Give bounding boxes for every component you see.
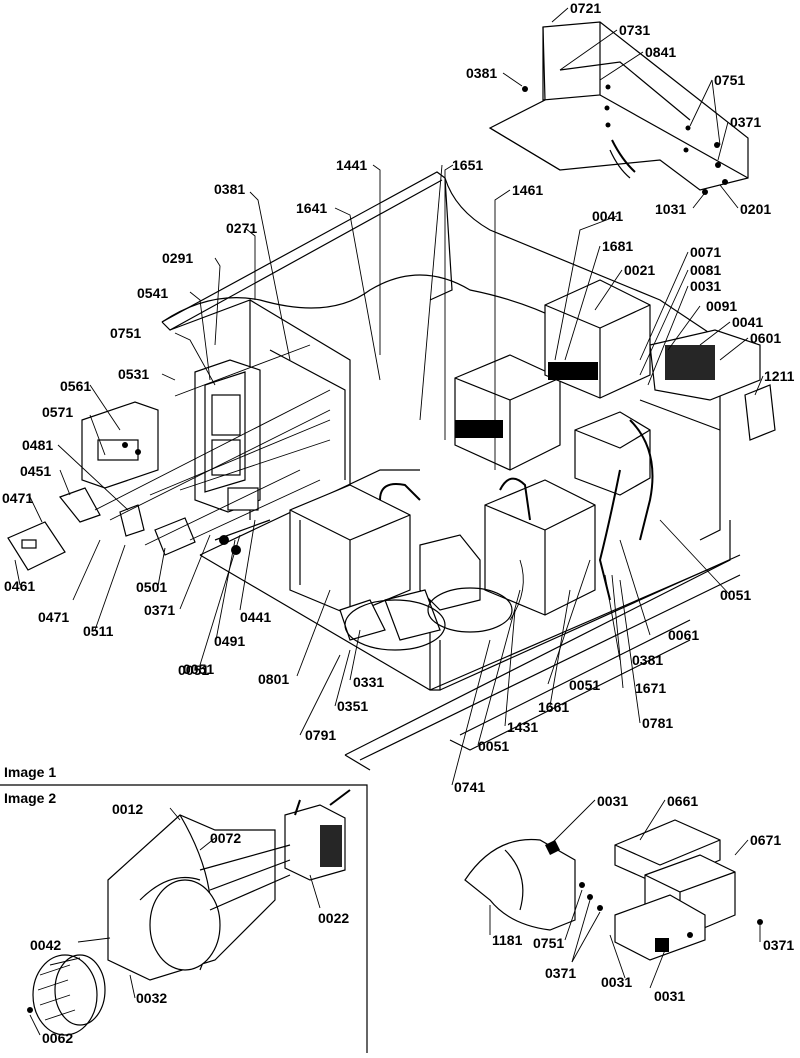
part-callout-0371: 0371 xyxy=(763,937,794,953)
part-callout-0062: 0062 xyxy=(42,1030,73,1046)
part-callout-0751: 0751 xyxy=(533,935,564,951)
part-callout-0022: 0022 xyxy=(318,910,349,926)
part-callout-0441: 0441 xyxy=(240,609,271,625)
blower-wheel xyxy=(27,954,106,1036)
part-callout-0081: 0081 xyxy=(690,262,721,278)
part-callout-1461: 1461 xyxy=(512,182,543,198)
part-callout-0511: 0511 xyxy=(83,623,114,639)
transformer-center xyxy=(484,479,596,616)
inset-frame xyxy=(0,784,368,1053)
screw-leaders xyxy=(94,344,331,546)
image1-label: Image 1 xyxy=(4,764,56,780)
part-callout-0331: 0331 xyxy=(353,674,384,690)
part-callout-0741: 0741 xyxy=(454,779,485,795)
terminal-block-assembly xyxy=(81,401,159,489)
part-callout-0371: 0371 xyxy=(730,114,761,130)
part-callout-0061: 0061 xyxy=(668,627,699,643)
part-callout-0012: 0012 xyxy=(112,801,143,817)
part-callout-0531: 0531 xyxy=(118,366,149,382)
capacitor-blocks xyxy=(339,534,513,651)
part-callout-0071: 0071 xyxy=(690,244,721,260)
part-callout-0051: 0051 xyxy=(720,587,751,603)
part-callout-0031: 0031 xyxy=(597,793,628,809)
part-callout-0481: 0481 xyxy=(22,437,53,453)
fan-duct-right xyxy=(649,329,776,441)
part-callout-0031: 0031 xyxy=(601,974,632,990)
mounting-bracket-0451 xyxy=(59,487,101,523)
part-callout-0072: 0072 xyxy=(210,830,241,846)
part-callout-0051: 0051 xyxy=(178,662,209,678)
part-callout-0351: 0351 xyxy=(337,698,368,714)
cover-plate-0461 xyxy=(7,521,66,571)
control-box-0671 xyxy=(614,854,736,961)
part-callout-0791: 0791 xyxy=(305,727,336,743)
part-callout-0601: 0601 xyxy=(750,330,781,346)
part-callout-0371: 0371 xyxy=(545,965,576,981)
part-callout-0032: 0032 xyxy=(136,990,167,1006)
part-callout-0561: 0561 xyxy=(60,378,91,394)
part-callout-0031: 0031 xyxy=(654,988,685,1004)
part-callout-1431: 1431 xyxy=(507,719,538,735)
part-callout-0271: 0271 xyxy=(226,220,257,236)
part-callout-0571: 0571 xyxy=(42,404,73,420)
part-callout-0291: 0291 xyxy=(162,250,193,266)
part-callout-0461: 0461 xyxy=(4,578,35,594)
part-callout-0661: 0661 xyxy=(667,793,698,809)
leader-lines xyxy=(14,7,764,1036)
transformer-left xyxy=(289,484,411,616)
duct-screws xyxy=(579,882,763,938)
part-callout-1211: 1211 xyxy=(764,368,795,384)
part-callout-1181: 1181 xyxy=(492,932,523,948)
part-callout-0671: 0671 xyxy=(750,832,781,848)
part-callout-1441: 1441 xyxy=(336,157,367,173)
part-callout-0381: 0381 xyxy=(214,181,245,197)
part-callout-0501: 0501 xyxy=(136,579,167,595)
top-cover-assembly xyxy=(488,21,749,195)
part-callout-1681: 1681 xyxy=(602,238,633,254)
part-callout-0801: 0801 xyxy=(258,671,289,687)
part-callout-0201: 0201 xyxy=(740,201,771,217)
part-callout-0451: 0451 xyxy=(20,463,51,479)
part-callout-0731: 0731 xyxy=(619,22,650,38)
part-callout-1031: 1031 xyxy=(655,201,686,217)
part-callout-1651: 1651 xyxy=(452,157,483,173)
part-callout-0751: 0751 xyxy=(714,72,745,88)
part-callout-0091: 0091 xyxy=(706,298,737,314)
part-callout-0371: 0371 xyxy=(144,602,175,618)
part-callout-0781: 0781 xyxy=(642,715,673,731)
high-voltage-transformer-right xyxy=(574,411,651,496)
part-callout-0041: 0041 xyxy=(732,314,763,330)
part-callout-1661: 1661 xyxy=(538,699,569,715)
part-callout-0541: 0541 xyxy=(137,285,168,301)
part-callout-0051: 0051 xyxy=(183,661,214,677)
part-callout-0491: 0491 xyxy=(214,633,245,649)
part-callout-0051: 0051 xyxy=(478,738,509,754)
part-callout-0041: 0041 xyxy=(592,208,623,224)
part-callout-1671: 1671 xyxy=(635,680,666,696)
magnetron-upper-left xyxy=(454,354,561,471)
air-duct-1181 xyxy=(464,838,576,931)
part-callout-0042: 0042 xyxy=(30,937,61,953)
part-callout-0381: 0381 xyxy=(632,652,663,668)
part-callout-0751: 0751 xyxy=(110,325,141,341)
part-callout-1641: 1641 xyxy=(296,200,327,216)
magnetron-upper-right xyxy=(544,279,651,399)
part-callout-0381: 0381 xyxy=(466,65,497,81)
blower-assembly xyxy=(107,789,351,981)
part-callout-0031: 0031 xyxy=(690,278,721,294)
part-callout-0841: 0841 xyxy=(645,44,676,60)
part-callout-0721: 0721 xyxy=(570,0,601,16)
part-callout-0471: 0471 xyxy=(2,490,33,506)
part-callout-0021: 0021 xyxy=(624,262,655,278)
part-callout-0051: 0051 xyxy=(569,677,600,693)
image2-label: Image 2 xyxy=(4,790,56,806)
main-cabinet xyxy=(161,171,741,771)
part-callout-0471: 0471 xyxy=(38,609,69,625)
